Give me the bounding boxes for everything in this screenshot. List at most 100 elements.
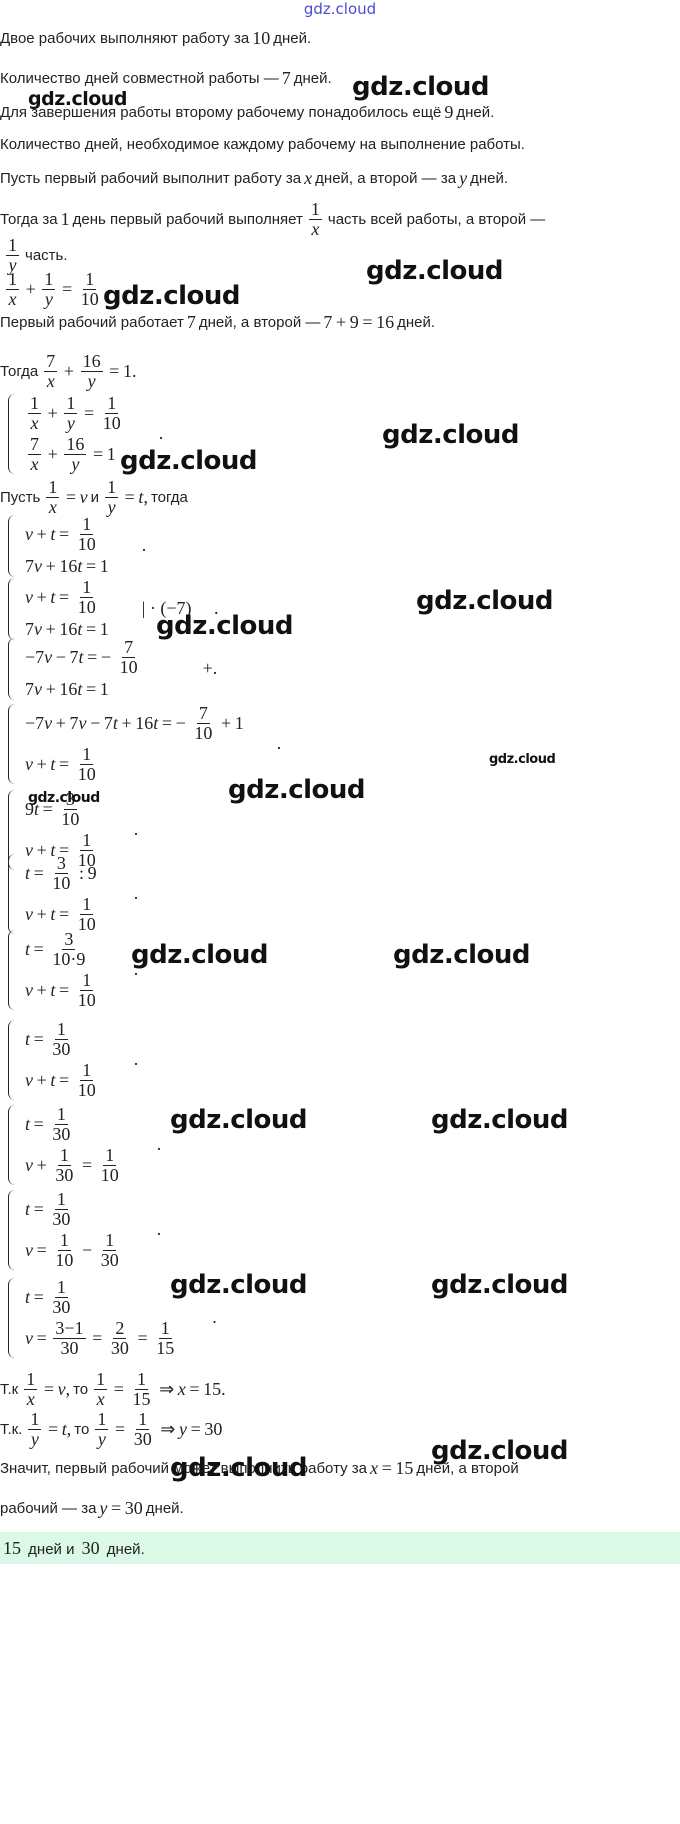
watermark: gdz.cloud [431,1270,569,1300]
brace-icon [4,1190,14,1270]
text: дней. [145,1500,184,1517]
math-expression: 30 [81,1537,100,1558]
text-line: Двое рабочих выполняют работу за 10 дней… [0,28,311,49]
text: дней, а второй — [198,314,321,331]
math-expression: y [459,168,468,188]
text: Значит, первый рабочий может выполнить р… [0,1460,367,1477]
watermark: gdz.cloud [489,752,556,767]
math-expression: y = 30 [99,1498,143,1518]
watermark: gdz.cloud [382,420,520,450]
system-annotation: . [133,1049,139,1070]
system-annotation: . [156,1134,162,1155]
text: Пусть первый рабочий выполнит работу за [0,170,302,187]
text: Тогда за [0,210,58,228]
brace-icon [4,704,14,784]
answer-box: 15 дней и 30 дней. [0,1532,680,1564]
brace-icon [4,394,14,474]
brace-icon [4,1020,14,1100]
text: и [90,488,100,506]
system-annotation: . [156,1219,162,1240]
text: часть всей работы, а второй — [327,210,546,228]
system-annotation: . [212,1307,217,1328]
watermark: gdz.cloud [170,1105,308,1135]
text: дней. [273,30,312,47]
math-expression: x [304,168,313,188]
watermark: gdz.cloud [28,790,100,806]
system-annotation: . [158,423,164,444]
text: рабочий — за [0,1500,97,1517]
math-expression: x = 15 [370,1458,414,1478]
text: тогда [150,488,188,506]
brace-icon [4,1105,14,1185]
text: Т.к [0,1380,19,1398]
text: день первый рабочий выполняет [72,210,303,228]
watermark: gdz.cloud [131,940,269,970]
text: Двое рабочих выполняют работу за [0,30,250,47]
system-annotation: . [141,535,147,556]
text: Количество дней совместной работы — [0,70,279,87]
system-annotation: | · (−7) . [141,598,219,619]
text: Количество дней, необходимое каждому раб… [0,136,525,153]
text: часть. [25,246,68,264]
math-expression: 7 + 9 = 16 [323,312,395,332]
watermark: gdz.cloud [352,72,490,102]
math-expression: 9 [444,102,454,122]
text: то [73,1380,89,1398]
text: дней. [470,170,508,187]
watermark: gdz.cloud [170,1270,308,1300]
text-line: Количество дней совместной работы — 7 дн… [0,68,332,89]
text-line: Для завершения работы второму рабочему п… [0,102,494,123]
